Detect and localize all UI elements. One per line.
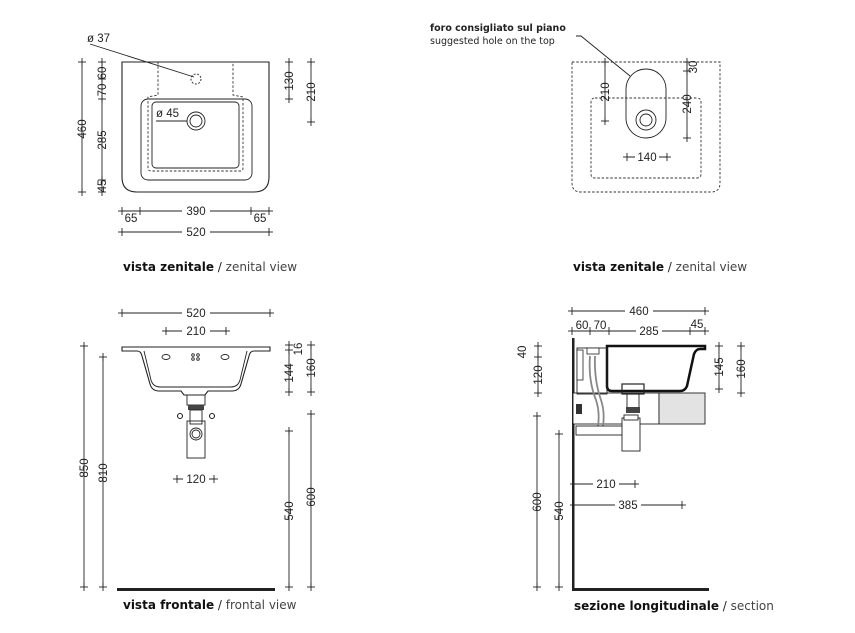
cabinet-drawer (658, 392, 706, 425)
floor-line (117, 588, 275, 591)
caption-frontal: vista frontale / frontal view (123, 598, 296, 612)
dim-850: 850 (79, 458, 91, 477)
drain-inner (189, 114, 203, 128)
dim-160: 160 (306, 358, 318, 377)
dashed-cutout (147, 62, 244, 172)
dim-600: 600 (306, 487, 318, 506)
dim-144: 144 (284, 363, 296, 383)
wall-line (572, 338, 575, 590)
dim-520: 520 (186, 308, 205, 320)
dim-65-right: 65 (254, 213, 267, 225)
dim-140: 140 (637, 152, 656, 164)
dim-16: 16 (293, 343, 305, 356)
dim-240: 240 (682, 94, 694, 113)
note-english: suggested hole on the top (430, 36, 555, 47)
suggested-hole-note: foro consigliato sul piano suggested hol… (430, 22, 566, 48)
dim-120: 120 (533, 365, 545, 384)
siphon (186, 420, 206, 459)
tap-hole-label: ø 37 (87, 33, 110, 45)
caption-it: sezione longitudinale (574, 599, 719, 613)
basin-outline (121, 61, 270, 193)
caption-it: vista frontale (123, 598, 215, 612)
caption-sep: / (718, 599, 731, 613)
dim-210: 210 (596, 479, 615, 491)
basin-front (121, 346, 271, 396)
dim-210: 210 (306, 82, 318, 101)
caption-zenital-right: vista zenitale / zenital view (573, 260, 747, 274)
caption-sep: / (213, 260, 226, 274)
caption-zenital-left: vista zenitale / zenital view (123, 260, 297, 274)
caption-it: vista zenitale (123, 260, 214, 274)
tap-hole (190, 73, 202, 85)
dim-390: 390 (186, 206, 205, 218)
section-view: 460 60 70 285 45 145 160 40 120 600 540 … (517, 304, 748, 592)
dim-210: 210 (600, 82, 612, 101)
bowl-inner (151, 101, 240, 169)
drain-label: ø 45 (156, 108, 179, 120)
caption-section: sezione longitudinale / section (574, 599, 774, 613)
drain-outer (635, 109, 657, 131)
dim-285: 285 (639, 326, 658, 338)
tap-hole-leader (89, 43, 195, 78)
water-hose (588, 355, 600, 427)
dim-60: 60 (576, 320, 589, 332)
dim-540: 540 (284, 501, 296, 520)
note-italian: foro consigliato sul piano (430, 23, 566, 34)
zenital-view-left: ø 37 ø 45 460 60 70 285 45 130 210 390 6… (77, 33, 318, 239)
dim-60: 60 (97, 67, 109, 80)
dim-40: 40 (517, 346, 529, 359)
dim-160: 160 (736, 359, 748, 378)
dim-385: 385 (618, 500, 637, 512)
dim-460: 460 (629, 306, 648, 318)
caption-en: zenital view (225, 260, 298, 274)
note-leader (576, 35, 631, 77)
siphon (621, 417, 641, 452)
caption-en: section (730, 599, 774, 613)
basin-section (605, 344, 707, 393)
dim-460: 460 (77, 119, 89, 138)
dim-70: 70 (97, 84, 109, 97)
dim-120: 120 (186, 474, 205, 486)
siphon-pipe (575, 425, 629, 436)
dim-285: 285 (97, 130, 109, 149)
dim-600: 600 (532, 492, 544, 511)
caption-sep: / (663, 260, 676, 274)
dim-70: 70 (594, 320, 607, 332)
dim-540: 540 (554, 501, 566, 520)
zenital-view-right: 210 30 240 140 (571, 35, 721, 193)
dashed-bowl-outline (590, 97, 702, 179)
floor-line (572, 588, 709, 591)
drain-inner (639, 113, 653, 127)
dim-30: 30 (688, 61, 700, 74)
dashed-countertop-outline (571, 61, 721, 193)
drain-neck (186, 394, 206, 406)
dim-65-left: 65 (125, 213, 138, 225)
caption-it: vista zenitale (573, 260, 664, 274)
caption-en: zenital view (675, 260, 748, 274)
dim-145: 145 (714, 357, 726, 376)
dim-45: 45 (691, 319, 704, 331)
caption-sep: / (214, 598, 226, 612)
dim-45: 45 (97, 180, 109, 193)
caption-en: frontal view (225, 598, 297, 612)
frontal-view: 520 210 16 144 160 540 600 850 810 120 (79, 306, 318, 592)
suggested-hole (625, 68, 667, 139)
dim-520: 520 (186, 227, 205, 239)
dim-130: 130 (284, 71, 296, 90)
dim-810: 810 (98, 463, 110, 482)
dim-210: 210 (186, 326, 205, 338)
bowl-outline (140, 98, 253, 181)
